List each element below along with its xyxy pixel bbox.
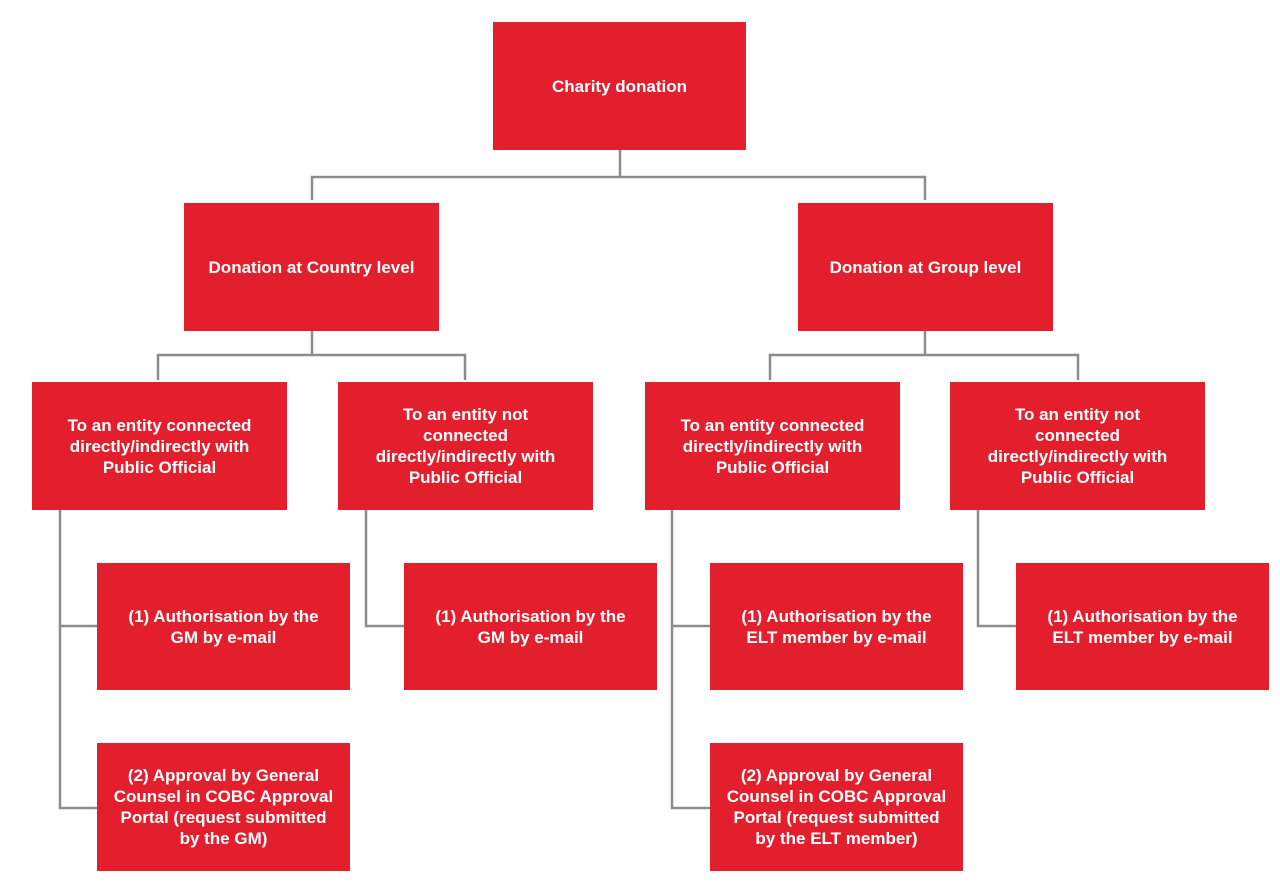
connector-country-connected-steps — [58, 510, 97, 810]
node-group-not-connected-step1-label: (1) Authorisation by the ELT member by e… — [1047, 606, 1238, 647]
node-group-not-connected-entity-label: To an entity not connected directly/indi… — [987, 405, 1168, 487]
node-country-connected-step2-label: (2) Approval by General Counsel in COBC … — [113, 766, 334, 848]
connector-group-branches — [768, 353, 1080, 380]
node-donation-country-level: Donation at Country level — [184, 203, 439, 331]
node-country-not-connected-entity-label: To an entity not connected directly/indi… — [375, 405, 556, 487]
connector-group-not-connected-step1 — [976, 510, 1016, 628]
node-country-connected-step1: (1) Authorisation by the GM by e-mail — [97, 563, 350, 690]
node-group-connected-entity: To an entity connected directly/indirect… — [645, 382, 900, 510]
node-charity-donation-label: Charity donation — [551, 76, 688, 96]
node-donation-group-level: Donation at Group level — [798, 203, 1053, 331]
node-country-connected-step1-label: (1) Authorisation by the GM by e-mail — [128, 606, 319, 647]
node-group-not-connected-step1: (1) Authorisation by the ELT member by e… — [1016, 563, 1269, 690]
node-group-connected-step2-label: (2) Approval by General Counsel in COBC … — [726, 766, 947, 848]
node-group-not-connected-entity: To an entity not connected directly/indi… — [950, 382, 1205, 510]
node-country-connected-entity: To an entity connected directly/indirect… — [32, 382, 287, 510]
node-group-connected-step1-label: (1) Authorisation by the ELT member by e… — [741, 606, 932, 647]
connector-country-branches — [156, 353, 467, 380]
node-country-not-connected-entity: To an entity not connected directly/indi… — [338, 382, 593, 510]
connector-group-connected-steps — [670, 510, 710, 810]
node-donation-group-level-label: Donation at Group level — [829, 257, 1022, 277]
connector-root-to-levels — [310, 175, 927, 200]
connector-country-not-connected-step1 — [364, 510, 404, 628]
node-country-connected-step2: (2) Approval by General Counsel in COBC … — [97, 743, 350, 871]
node-group-connected-step1: (1) Authorisation by the ELT member by e… — [710, 563, 963, 690]
node-donation-country-level-label: Donation at Country level — [208, 257, 415, 277]
node-charity-donation: Charity donation — [493, 22, 746, 150]
node-country-connected-entity-label: To an entity connected directly/indirect… — [67, 415, 252, 477]
node-country-not-connected-step1-label: (1) Authorisation by the GM by e-mail — [435, 606, 626, 647]
node-group-connected-step2: (2) Approval by General Counsel in COBC … — [710, 743, 963, 871]
node-group-connected-entity-label: To an entity connected directly/indirect… — [680, 415, 865, 477]
node-country-not-connected-step1: (1) Authorisation by the GM by e-mail — [404, 563, 657, 690]
